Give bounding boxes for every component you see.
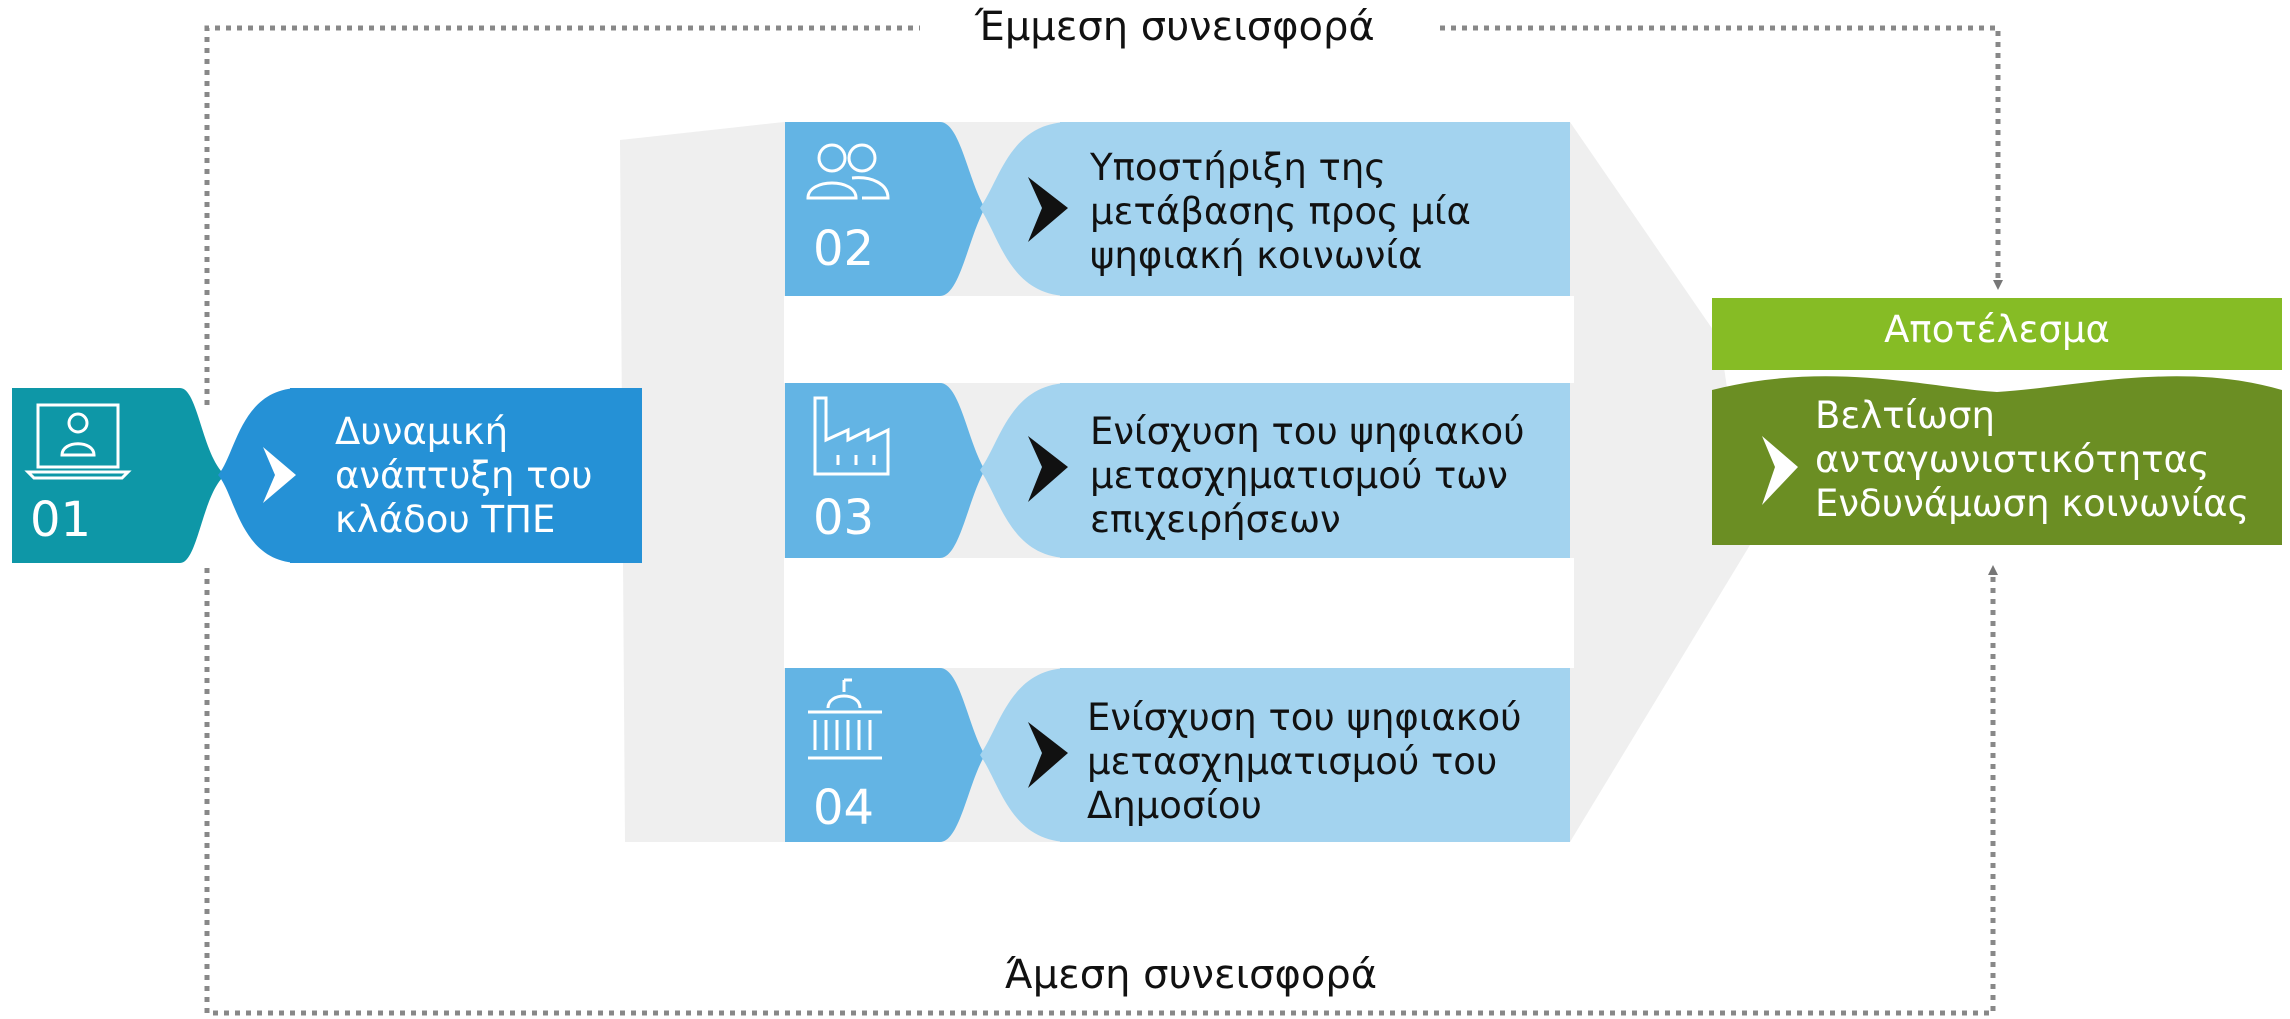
step-04-body-shape: [1060, 668, 1570, 842]
funnel-gap-1: [784, 296, 1574, 383]
indirect-flow-line-left: [204, 25, 920, 405]
funnel-left-shape: [620, 122, 784, 842]
step-01-number-shape: [12, 388, 225, 563]
chevron-right-icon: [1028, 722, 1068, 788]
government-building-icon: [808, 678, 882, 760]
step-01-body-curve: [218, 388, 300, 563]
chevron-right-icon: [1028, 436, 1068, 502]
step-03-body-curve: [980, 383, 1070, 558]
people-icon: [806, 143, 890, 200]
step-01: [12, 388, 642, 563]
step-02-number: 02: [813, 221, 875, 277]
result-heading: Αποτέλεσμα: [1884, 308, 2110, 351]
chevron-right-icon: [1028, 177, 1068, 242]
result-box: [1712, 298, 2282, 545]
step-02-body-shape: [1060, 122, 1570, 296]
step-04-body-curve: [980, 668, 1070, 842]
factory-icon: [813, 396, 890, 476]
step-02: [785, 122, 1570, 296]
result-text: Βελτίωση ανταγωνιστικότητας Ενδυνάμωση κ…: [1815, 394, 2250, 525]
step-01-number: 01: [30, 492, 92, 548]
step-01-title: Δυναμική ανάπτυξη του κλάδου ΤΠΕ: [335, 410, 593, 541]
step-03-title: Ενίσχυση του ψηφιακού μετασχηματισμού τω…: [1090, 410, 1525, 541]
step-02-title: Υποστήριξη της μετάβασης προς μία ψηφιακ…: [1090, 146, 1471, 277]
laptop-user-icon: [24, 403, 132, 480]
result-heading-shape: [1712, 298, 2282, 370]
result-body-shape: [1712, 376, 2282, 545]
indirect-contribution-label: Έμμεση συνεισφορά: [975, 4, 1375, 50]
step-02-number-shape: [785, 122, 985, 296]
funnel-gap-2: [784, 558, 1574, 668]
step-03-number-shape: [785, 383, 985, 558]
step-04: [785, 668, 1570, 842]
step-01-body-shape: [290, 388, 642, 563]
step-03-number: 03: [813, 490, 875, 546]
step-04-title: Ενίσχυση του ψηφιακού μετασχηματισμού το…: [1087, 696, 1522, 827]
step-02-body-curve: [980, 122, 1070, 296]
step-03: [785, 383, 1570, 558]
chevron-right-icon: [1762, 436, 1798, 505]
funnel-right-shape: [1570, 122, 1750, 842]
step-04-number: 04: [813, 780, 875, 836]
indirect-flow-line-right: [1440, 25, 2003, 290]
step-03-body-shape: [1060, 383, 1570, 558]
direct-flow-line: [204, 565, 1998, 1016]
chevron-right-icon: [263, 447, 296, 503]
direct-contribution-label: Άμεση συνεισφορά: [1005, 952, 1378, 998]
